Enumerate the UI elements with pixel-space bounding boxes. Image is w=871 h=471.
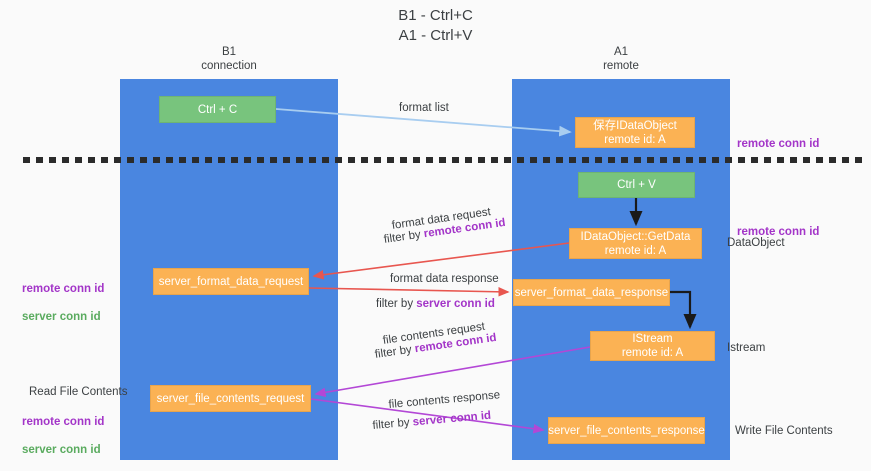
- filter-key: server conn id: [412, 409, 492, 429]
- annotation-text: remote conn id: [737, 138, 820, 150]
- annotation-conn-ids-lower: remote conn id server conn id: [22, 401, 104, 471]
- annotation-server-conn-id: server conn id: [22, 444, 101, 456]
- page-title: B1 - Ctrl+C A1 - Ctrl+V: [398, 7, 473, 44]
- arrow-format-data-response: [308, 287, 510, 297]
- annotation-dataobject: DataObject: [727, 237, 785, 249]
- lane-header-a1: A1 remote: [603, 46, 639, 72]
- annotation-conn-ids-upper: remote conn id server conn id: [22, 268, 104, 338]
- node-ctrl-c[interactable]: Ctrl + C: [159, 96, 276, 123]
- filter-prefix: filter by: [372, 416, 414, 432]
- filter-prefix: filter by: [376, 298, 417, 310]
- filter-key: server conn id: [416, 298, 495, 310]
- annotation-remote-conn-id-top: remote conn id: [737, 123, 819, 151]
- node-server-format-data-response[interactable]: server_format_data_response: [513, 279, 670, 306]
- edge-label-format-data-response-filter: filter by server conn id: [376, 297, 495, 312]
- annotation-remote-conn-id: remote conn id: [22, 283, 105, 295]
- annotation-server-conn-id: server conn id: [22, 311, 101, 323]
- node-server-file-contents-response[interactable]: server_file_contents_response: [548, 417, 705, 444]
- node-server-file-contents-request[interactable]: server_file_contents_request: [150, 385, 311, 412]
- filter-prefix: filter by: [374, 343, 416, 361]
- node-server-format-data-request[interactable]: server_format_data_request: [153, 268, 309, 295]
- node-istream[interactable]: IStream remote id: A: [590, 331, 715, 361]
- phase-divider: [23, 157, 863, 163]
- filter-prefix: filter by: [383, 228, 425, 246]
- annotation-remote-conn-id-mid: remote conn id: [737, 211, 819, 239]
- edge-label-format-data-response: format data response: [390, 273, 499, 285]
- edge-label-format-list: format list: [399, 102, 449, 114]
- annotation-write-file-contents: Write File Contents: [735, 425, 833, 437]
- node-save-idataobject[interactable]: 保存IDataObject remote id: A: [575, 117, 695, 148]
- node-idataobject-getdata[interactable]: IDataObject::GetData remote id: A: [569, 228, 702, 259]
- annotation-text: remote conn id: [737, 226, 820, 238]
- annotation-read-file-contents: Read File Contents: [29, 386, 128, 398]
- node-ctrl-v[interactable]: Ctrl + V: [578, 172, 695, 198]
- annotation-istream: Istream: [727, 342, 766, 354]
- lane-header-b1: B1 connection: [201, 46, 257, 72]
- annotation-remote-conn-id: remote conn id: [22, 416, 105, 428]
